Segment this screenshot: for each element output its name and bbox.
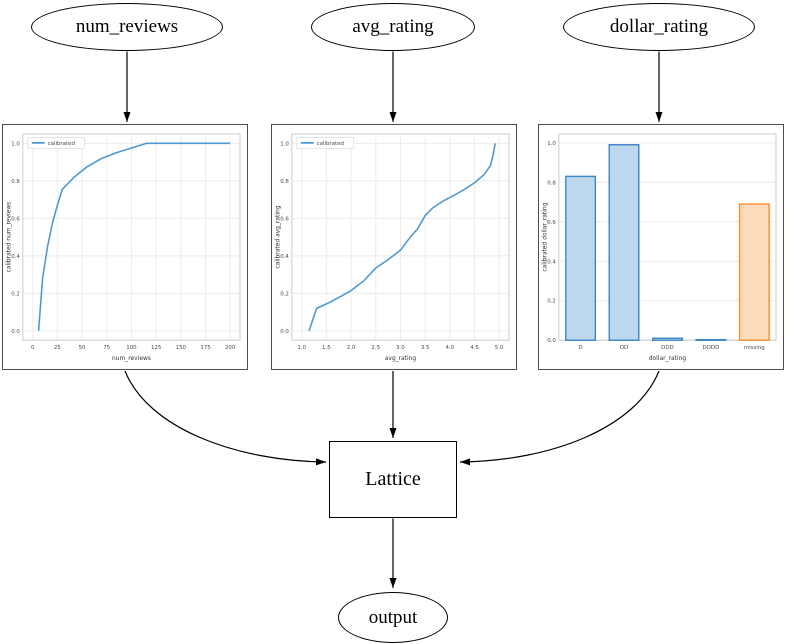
svg-text:0.6: 0.6 [11,216,20,222]
svg-text:0.6: 0.6 [280,216,289,222]
svg-text:0.2: 0.2 [547,299,556,305]
svg-text:200: 200 [225,345,236,351]
y-axis-label: calibrated num_reviews [5,202,12,273]
calibration-line [308,143,497,332]
svg-text:5.0: 5.0 [495,345,504,351]
svg-text:2.0: 2.0 [347,345,356,351]
svg-text:0.2: 0.2 [280,291,289,297]
svg-text:3.5: 3.5 [421,345,430,351]
svg-text:DD: DD [620,345,628,351]
svg-text:DDD: DDD [661,345,674,351]
calibration-plot-num-reviews: 0 25 50 75 100 125 150 175 200 0.0 0.2 0.4 0.6 0.8 1.0… [2,124,248,370]
svg-text:1.0: 1.0 [547,141,556,147]
svg-text:missing: missing [744,345,765,351]
bar-DD [608,144,640,341]
node-avg-rating-label: avg_rating [352,16,434,37]
svg-text:100: 100 [126,345,137,351]
x-axis-label: avg_rating [385,355,417,362]
edge-calibrator1-to-lattice [124,370,327,466]
node-lattice-label: Lattice [365,468,421,490]
svg-text:DDDD: DDDD [703,345,720,351]
y-axis-label: calibrated avg_rating [274,205,281,268]
svg-text:1.0: 1.0 [280,141,289,147]
node-num-reviews: num_reviews [31,3,223,51]
chart-svg: 1.0 1.5 2.0 2.5 3.0 3.5 4.0 4.5 5.0 0.0 0.2 0.4 0.6 0… [274,133,510,362]
svg-text:0.4: 0.4 [11,254,20,260]
svg-text:0: 0 [31,345,35,351]
svg-text:3.0: 3.0 [396,345,405,351]
svg-text:0.8: 0.8 [547,180,556,186]
svg-text:0.6: 0.6 [547,220,556,226]
node-avg-rating: avg_rating [311,3,475,51]
svg-text:0.0: 0.0 [547,338,556,344]
y-axis-label: calibrated dollar_rating [541,202,548,271]
edge-calibrator3-to-lattice [459,370,660,466]
node-lattice: Lattice [329,441,457,518]
calibration-plot-avg-rating: 1.0 1.5 2.0 2.5 3.0 3.5 4.0 4.5 5.0 0.0 0.2 0.4 0.6 0… [271,124,517,370]
x-axis-label: num_reviews [112,355,151,362]
legend: calibrated [27,137,85,149]
node-output: output [338,592,448,643]
svg-text:175: 175 [200,345,210,351]
svg-text:150: 150 [176,345,187,351]
svg-text:125: 125 [151,345,161,351]
svg-text:0.0: 0.0 [11,329,20,335]
svg-text:4.5: 4.5 [470,345,479,351]
svg-text:0.4: 0.4 [547,259,556,265]
svg-text:25: 25 [54,345,61,351]
svg-text:D: D [578,345,582,351]
svg-text:0.8: 0.8 [11,179,20,185]
node-dollar-rating-label: dollar_rating [609,16,709,37]
svg-text:0.8: 0.8 [280,179,289,185]
bar-DDD [651,337,683,341]
svg-text:0.2: 0.2 [11,291,20,297]
x-axis-label: dollar_rating [649,355,687,362]
legend-label: calibrated [48,141,75,147]
node-output-label: output [368,606,418,628]
node-num-reviews-label: num_reviews [75,16,179,37]
svg-text:1.0: 1.0 [297,345,306,351]
calibration-line [37,142,231,331]
svg-text:2.5: 2.5 [371,345,380,351]
svg-text:75: 75 [103,345,110,351]
svg-text:1.0: 1.0 [11,141,20,147]
svg-text:4.0: 4.0 [446,345,455,351]
node-dollar-rating: dollar_rating [563,3,755,51]
svg-text:50: 50 [79,345,86,351]
svg-text:1.5: 1.5 [322,345,331,351]
bar-missing [738,203,770,341]
svg-text:0.0: 0.0 [280,329,289,335]
bar-D [565,175,597,341]
chart-svg: 0 25 50 75 100 125 150 175 200 0.0 0.2 0.4 0.6 0.8 1.0… [5,133,241,362]
legend: calibrated [296,137,354,149]
svg-text:0.4: 0.4 [280,254,289,260]
bar-DDDD [695,338,727,341]
legend-label: calibrated [317,141,344,147]
